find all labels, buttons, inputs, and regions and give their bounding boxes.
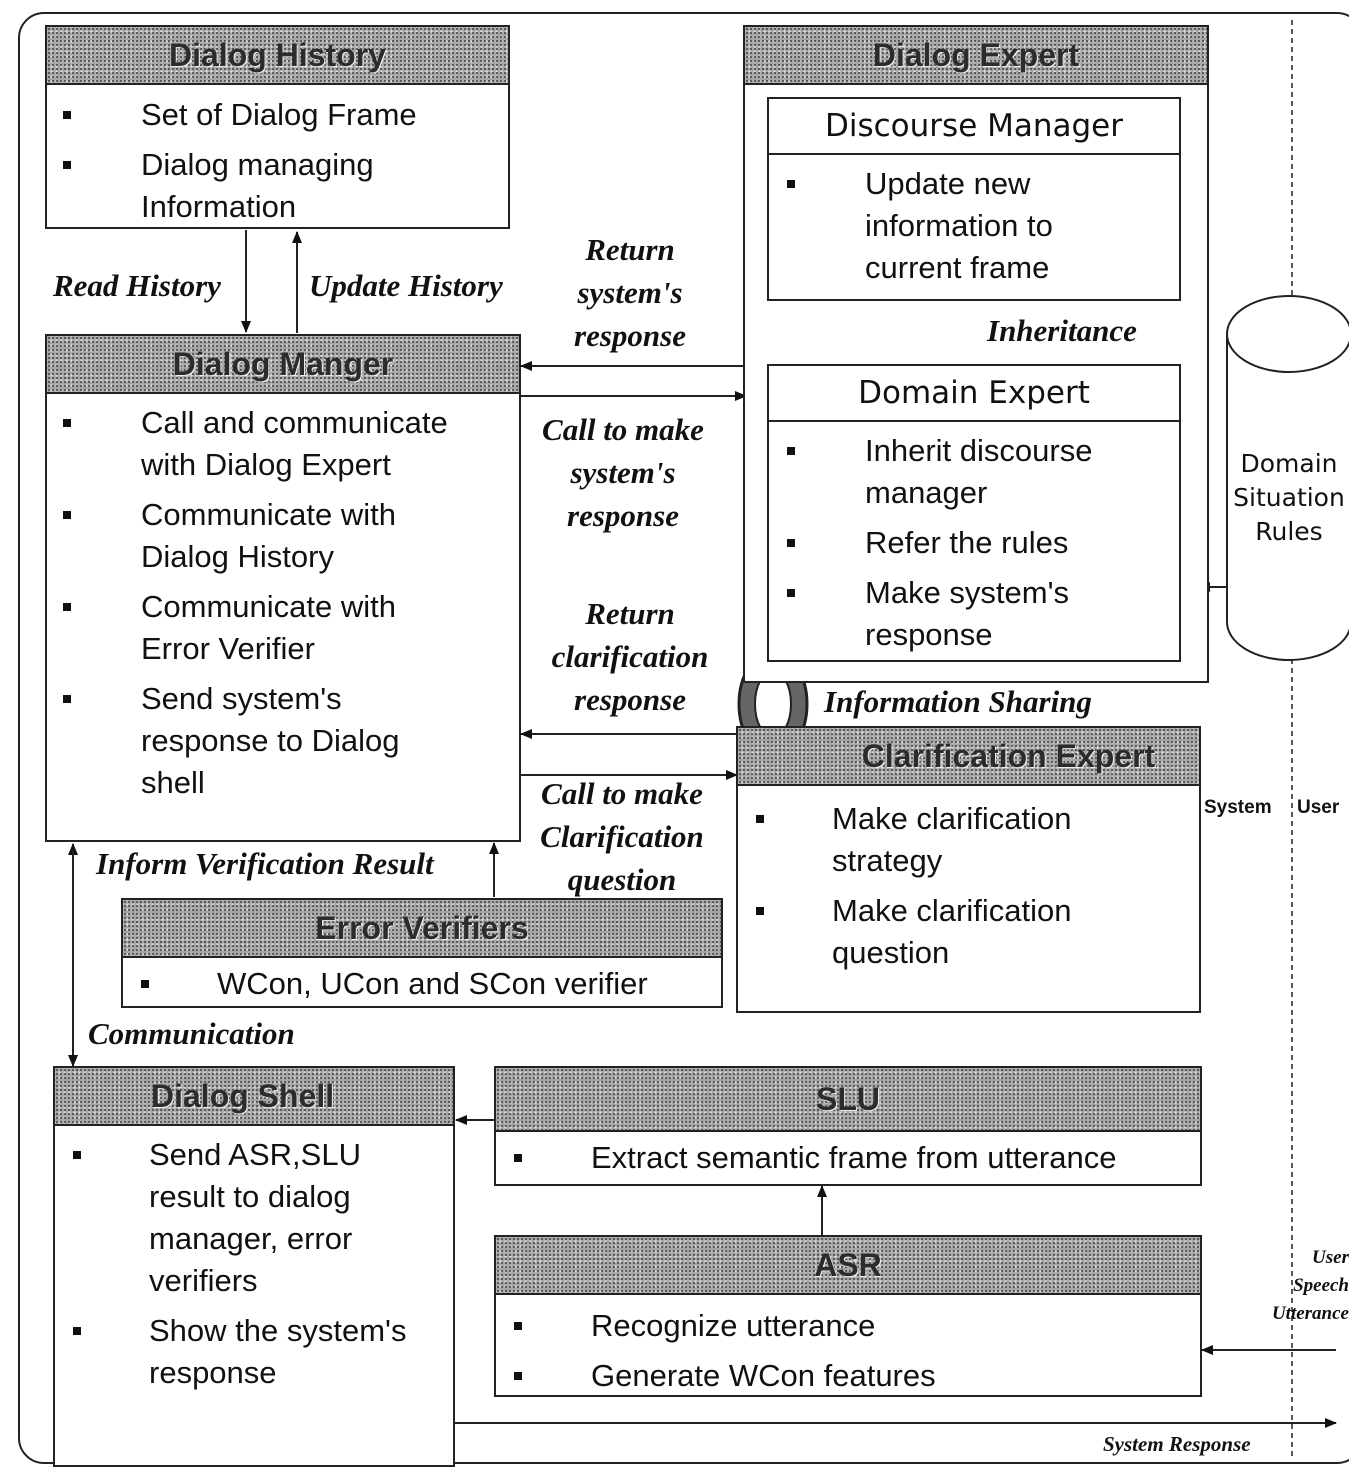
- error-verifiers-title: Error Verifiers: [123, 900, 721, 958]
- list-item-text: Make clarification question: [832, 893, 1072, 970]
- list-item-text: Send ASR,SLU result to dialog manager, e…: [149, 1137, 361, 1298]
- database-cylinder-top: [1226, 295, 1349, 373]
- domain-situation-rules-label: Domain Situation Rules: [1233, 449, 1345, 546]
- list-item: Extract semantic frame from utterance: [496, 1137, 1200, 1179]
- list-item-text: Generate WCon features: [591, 1358, 936, 1393]
- list-item: Make clarification question: [738, 890, 1199, 974]
- list-item-text: Extract semantic frame from utterance: [591, 1140, 1117, 1175]
- list-item: Inherit discourse manager: [769, 430, 1179, 514]
- list-item: Call and communicate with Dialog Expert: [47, 402, 519, 486]
- domain-expert-title: Domain Expert: [769, 366, 1179, 422]
- dialog-shell-items: Send ASR,SLU result to dialog manager, e…: [55, 1126, 453, 1394]
- discourse-manager-title: Discourse Manager: [769, 99, 1179, 155]
- list-item: Communicate with Error Verifier: [47, 586, 519, 670]
- communication-label: Communication: [88, 1016, 295, 1051]
- dialog-manager-items: Call and communicate with Dialog Expert …: [47, 394, 519, 804]
- list-item: Set of Dialog Frame: [47, 94, 508, 136]
- slu-title: SLU: [496, 1068, 1200, 1132]
- clarification-expert-title: Clarification Expert: [738, 728, 1199, 786]
- list-item-text: Show the system's response: [149, 1313, 407, 1390]
- list-item: Make system's response: [769, 572, 1179, 656]
- slu-box: SLU Extract semantic frame from utteranc…: [494, 1066, 1202, 1186]
- list-item: Update new information to current frame: [769, 163, 1179, 289]
- return-system-response-label: Return system's response: [574, 232, 686, 353]
- inheritance-label: Inheritance: [987, 313, 1137, 348]
- error-verifiers-items: WCon, UCon and SCon verifier: [123, 958, 721, 1005]
- dialog-history-items: Set of Dialog Frame Dialog managing Info…: [47, 85, 508, 228]
- list-item-text: WCon, UCon and SCon verifier: [217, 966, 648, 1001]
- slu-items: Extract semantic frame from utterance: [496, 1132, 1200, 1179]
- list-item-text: Make clarification strategy: [832, 801, 1072, 878]
- discourse-manager-items: Update new information to current frame: [769, 155, 1179, 289]
- list-item-text: Update new information to current frame: [865, 166, 1053, 285]
- list-item-text: Inherit discourse manager: [865, 433, 1093, 510]
- system-response-label: System Response: [1103, 1432, 1251, 1456]
- list-item: Generate WCon features: [496, 1355, 1200, 1397]
- list-item-text: Set of Dialog Frame: [141, 97, 417, 132]
- list-item-text: Communicate with Dialog History: [141, 497, 396, 574]
- dialog-expert-title: Dialog Expert: [745, 27, 1207, 85]
- inform-verification-label: Inform Verification Result: [96, 846, 434, 881]
- dialog-manager-box: Dialog Manger Call and communicate with …: [45, 334, 521, 842]
- list-item: Send system's response to Dialog shell: [47, 678, 519, 804]
- list-item: WCon, UCon and SCon verifier: [123, 963, 721, 1005]
- list-item-text: Refer the rules: [865, 525, 1069, 560]
- call-clarification-label: Call to make Clarification question: [540, 776, 704, 897]
- call-system-response-label: Call to make system's response: [542, 412, 704, 533]
- domain-expert-items: Inherit discourse manager Refer the rule…: [769, 422, 1179, 656]
- list-item-text: Recognize utterance: [591, 1308, 876, 1343]
- user-side-label: User: [1297, 797, 1340, 818]
- list-item: Show the system's response: [55, 1310, 453, 1394]
- list-item-text: Call and communicate with Dialog Expert: [141, 405, 448, 482]
- asr-title: ASR: [496, 1237, 1200, 1295]
- asr-box: ASR Recognize utterance Generate WCon fe…: [494, 1235, 1202, 1397]
- system-boundary-frame: [18, 12, 1349, 1464]
- dialog-history-box: Dialog History Set of Dialog Frame Dialo…: [45, 25, 510, 229]
- dialog-history-title: Dialog History: [47, 27, 508, 85]
- asr-items: Recognize utterance Generate WCon featur…: [496, 1295, 1200, 1397]
- list-item: Communicate with Dialog History: [47, 494, 519, 578]
- clarification-expert-box: Clarification Expert Make clarification …: [736, 726, 1201, 1013]
- list-item: Make clarification strategy: [738, 798, 1199, 882]
- list-item-text: Dialog managing Information: [141, 147, 374, 224]
- list-item: Recognize utterance: [496, 1305, 1200, 1347]
- domain-expert-box: Domain Expert Inherit discourse manager …: [767, 364, 1181, 662]
- list-item: Dialog managing Information: [47, 144, 508, 228]
- system-side-label: System: [1204, 797, 1272, 818]
- dialog-shell-title: Dialog Shell: [55, 1068, 453, 1126]
- user-speech-utterance-label: User Speech Utterance: [1271, 1247, 1349, 1324]
- dialog-manager-title: Dialog Manger: [47, 336, 519, 394]
- list-item: Refer the rules: [769, 522, 1179, 564]
- list-item-text: Communicate with Error Verifier: [141, 589, 396, 666]
- list-item-text: Make system's response: [865, 575, 1070, 652]
- database-cylinder-body: [1226, 334, 1349, 661]
- clarification-expert-items: Make clarification strategy Make clarifi…: [738, 786, 1199, 974]
- error-verifiers-box: Error Verifiers WCon, UCon and SCon veri…: [121, 898, 723, 1008]
- dialog-shell-box: Dialog Shell Send ASR,SLU result to dial…: [53, 1066, 455, 1467]
- information-sharing-label: Information Sharing: [824, 684, 1092, 719]
- list-item: Send ASR,SLU result to dialog manager, e…: [55, 1134, 453, 1302]
- update-history-label: Update History: [309, 268, 503, 303]
- discourse-manager-box: Discourse Manager Update new information…: [767, 97, 1181, 301]
- read-history-label: Read History: [53, 268, 221, 303]
- list-item-text: Send system's response to Dialog shell: [141, 681, 400, 800]
- return-clarification-label: Return clarification response: [551, 596, 709, 717]
